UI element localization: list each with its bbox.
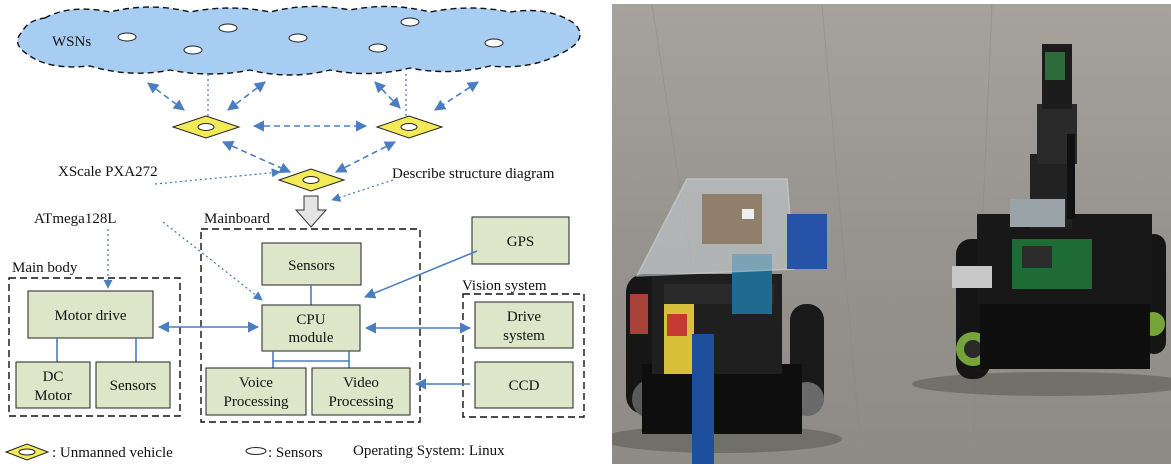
legend-os: Operating System: Linux [353,443,505,459]
atmega-label: ATmega128L [34,211,116,227]
cpu-label-2: module [289,330,334,346]
legend-vehicle: : Unmanned vehicle [52,445,173,461]
sensors-body-box [95,361,171,409]
drive-label-2: system [503,328,545,344]
dc-label-1: DC [43,369,64,385]
wsn-cloud: WSNs [16,5,581,76]
sensor-legend-icon [245,447,267,455]
dc-label-2: Motor [34,388,72,404]
sensor-node-icon [368,43,388,53]
legend-sensors: : Sensors [268,445,323,461]
sensor-node-icon [400,17,420,27]
sensor-node-icon [183,45,203,55]
unmanned-vehicle-left [171,115,241,139]
video-label-1: Video [343,375,379,391]
unmanned-vehicle-center [277,168,346,192]
sensor-node-icon [288,33,308,43]
describe-label: Describe structure diagram [392,166,555,182]
cpu-module-box [261,304,361,352]
drive-system-box [474,301,574,349]
unmanned-vehicle-right [375,115,444,139]
dc-motor-box [15,361,91,409]
sensors-main-label: Sensors [288,258,335,274]
sensor-node-icon [484,38,504,48]
ccd-label: CCD [509,378,540,394]
motor-drive-box [27,290,154,339]
video-processing-box [311,367,411,416]
cpu-label-1: CPU [296,312,325,328]
video-label-2: Processing [329,394,394,410]
system-structure-diagram: WSNs XScale PXA272 Describe structure di… [4,5,585,461]
right-robot [912,44,1171,396]
xscale-label: XScale PXA272 [58,164,158,180]
voice-label-2: Processing [224,394,289,410]
main-body-label: Main body [12,260,78,276]
gps-box [471,216,570,265]
motor-drive-label: Motor drive [54,308,126,324]
left-robot [612,178,842,464]
robot-vehicles-photo [612,4,1171,464]
voice-processing-box [205,367,307,416]
cloud-label: WSNs [52,34,91,50]
sensor-node-icon [117,32,137,42]
sensors-main-box [261,242,362,286]
ccd-box [474,361,574,409]
voice-label-1: Voice [239,375,273,391]
down-arrow-icon [294,195,328,228]
legend: : Unmanned vehicle : Sensors Operating S… [4,443,505,461]
mainboard-label: Mainboard [204,211,270,227]
gps-label: GPS [507,234,535,250]
vision-system-frame [462,293,585,418]
sensors-body-label: Sensors [110,378,157,394]
vision-system-label: Vision system [462,278,547,294]
sensor-node-icon [218,23,238,33]
drive-label-1: Drive [507,309,541,325]
